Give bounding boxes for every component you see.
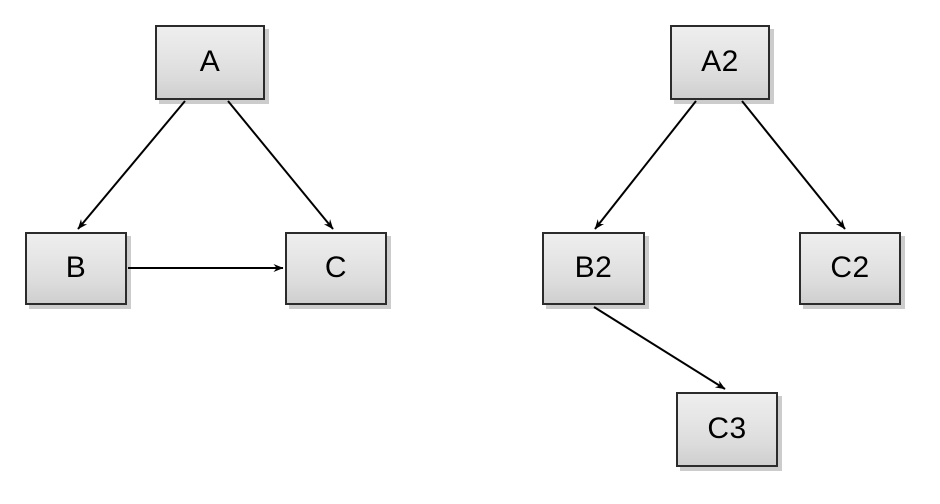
node-a2[interactable]: A2 [670,25,770,100]
edge-a-c[interactable] [227,100,334,230]
edge-a-b[interactable] [77,100,186,230]
edge-a2-c2[interactable] [741,100,846,230]
edge-a2-b2[interactable] [594,100,697,230]
node-label: B2 [574,250,613,284]
node-label: C3 [707,411,747,445]
node-c2[interactable]: C2 [799,232,901,305]
node-label: A [199,44,221,78]
node-a[interactable]: A [155,25,265,100]
node-b2[interactable]: B2 [542,232,645,305]
node-b[interactable]: B [25,232,127,305]
node-label: B [65,250,87,284]
node-c3[interactable]: C3 [676,392,778,467]
node-c[interactable]: C [285,232,387,305]
node-label: C2 [830,250,870,284]
node-label: C [324,250,348,284]
edge-b2-c3[interactable] [593,306,726,390]
edges-group [77,100,846,390]
node-label: A2 [701,44,739,78]
